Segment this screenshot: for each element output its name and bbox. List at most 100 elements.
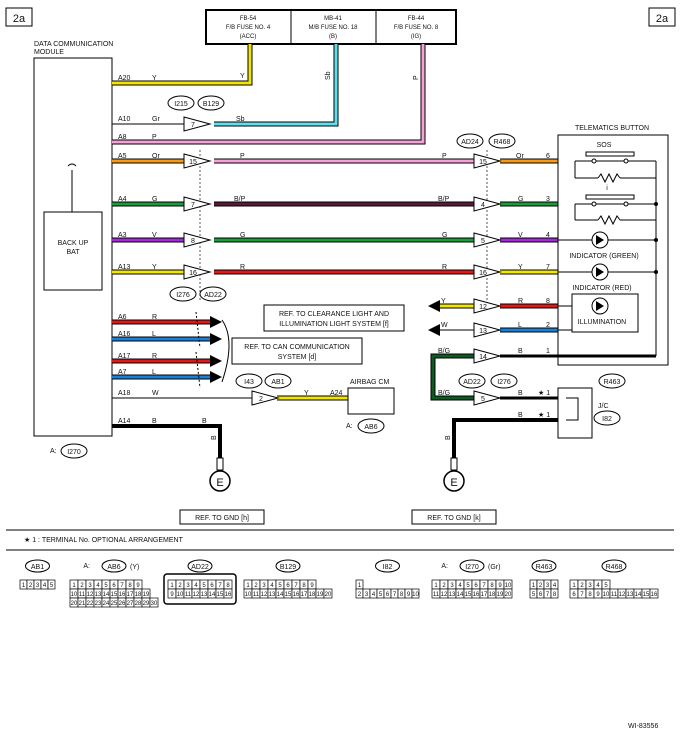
pin-label: A16 <box>118 331 131 338</box>
airbag-cm-box <box>347 387 395 415</box>
legend-pin-number: 20 <box>505 592 512 598</box>
wire-label: G <box>442 232 447 239</box>
connector-ab6: AB6 <box>364 424 377 431</box>
pin-num: 7 <box>546 264 550 271</box>
fuse-1-line3: (ACC) <box>240 34 257 40</box>
connector-ad22b-oval <box>458 373 486 389</box>
pin-num: 3 <box>546 196 550 203</box>
page-tag-left-box <box>5 7 33 27</box>
module-connector: I270 <box>67 449 81 456</box>
legend-pin-number: 5 <box>202 583 206 589</box>
terminal-a10: 7 <box>191 122 195 129</box>
jc-box <box>557 387 593 439</box>
terminal-r14-connector <box>473 348 502 364</box>
can-arrow-1 <box>210 316 222 328</box>
pin-num: 8 <box>546 298 550 305</box>
legend-housing <box>163 573 237 605</box>
legend-pin-number: 4 <box>43 583 47 589</box>
connector-i276b-oval <box>490 373 518 389</box>
wire-label: B/G <box>438 348 450 355</box>
wire-label: B/P <box>438 196 450 203</box>
i-label: i <box>606 185 608 192</box>
battery-label-2: BAT <box>66 249 80 256</box>
legend-pin-number: 17 <box>481 592 488 598</box>
fuse-box-group <box>205 9 457 45</box>
connector-i276: I276 <box>176 292 190 299</box>
legend-pin-number: 3 <box>546 583 550 589</box>
can-arrow-2 <box>210 333 222 345</box>
telematics-title: TELEMATICS BUTTON <box>575 125 649 132</box>
legend-pin-number: 8 <box>302 583 306 589</box>
wire-label: B <box>518 390 523 397</box>
telematics-button-box <box>557 134 669 366</box>
connector-ab6-oval <box>357 418 385 434</box>
legend-pin-number: 15 <box>643 592 650 598</box>
legend-pin-number: 6 <box>386 592 390 598</box>
wire-a14 <box>112 424 222 458</box>
pin-label: A5 <box>118 153 127 160</box>
legend-pin-number: 7 <box>218 583 222 589</box>
fuse-3-line3: (IG) <box>411 34 421 40</box>
arrow-r13 <box>428 324 440 336</box>
connector-ad22: AD22 <box>204 292 222 299</box>
connector-r463-oval <box>598 373 626 389</box>
pin-label: A24 <box>330 390 343 397</box>
legend-pin-cell <box>149 597 159 608</box>
terminal-a3-connector <box>183 232 212 248</box>
legend-pin-number: 1 <box>170 583 174 589</box>
connector-b129: B129 <box>203 101 219 108</box>
wire-label: B/G <box>438 390 450 397</box>
pin-color: V <box>152 232 157 239</box>
legend-pin-number: 11 <box>253 592 260 598</box>
legend-pin-number: 4 <box>194 583 198 589</box>
legend-pin-cell <box>47 579 56 590</box>
terminal-r5-connector <box>473 232 502 248</box>
pin-color: R <box>152 353 157 360</box>
legend-pin-number: 9 <box>310 583 314 589</box>
wire-label: P <box>442 153 447 160</box>
legend-pin-number: 2 <box>29 583 33 589</box>
legend-pin-number: 10 <box>177 592 184 598</box>
wire-label: G <box>518 196 523 203</box>
connector-ab6-prefix: A: <box>346 423 353 430</box>
jc-label: J/C <box>598 403 609 410</box>
connector-ad22b: AD22 <box>463 379 481 386</box>
pin-color: Y <box>152 75 157 82</box>
legend-pin-number: 29 <box>143 601 150 607</box>
legend-connector-name: I82 <box>383 564 393 571</box>
legend-pin-number: 9 <box>136 583 140 589</box>
can-arrow-4 <box>210 371 222 383</box>
ind-red-label: INDICATOR (RED) <box>572 285 631 292</box>
illumination-label: ILLUMINATION <box>578 319 627 326</box>
legend-pin-cell <box>649 588 659 599</box>
clearance-ref-1: REF. TO CLEARANCE LIGHT AND <box>279 311 389 318</box>
legend-pin-number: 15 <box>111 592 118 598</box>
legend-pin-number: 13 <box>95 592 102 598</box>
legend-pin-number: 18 <box>489 592 496 598</box>
legend-pin-number: 7 <box>393 592 397 598</box>
wire-label: Y <box>441 298 446 305</box>
pin-num: 6 <box>546 153 550 160</box>
pin-label: A3 <box>118 232 127 239</box>
jc-link <box>566 397 579 421</box>
legend-pin-number: 8 <box>588 592 592 598</box>
terminal-a4: 7 <box>191 202 195 209</box>
pin-color: L <box>152 369 156 376</box>
legend-pin-number: 5 <box>379 592 383 598</box>
legend-pin-number: 6 <box>572 592 576 598</box>
legend-connector-name: AB1 <box>31 564 44 571</box>
sos-switch-bar <box>585 151 635 157</box>
connector-i276-oval <box>169 286 197 302</box>
legend-connector-name: I270 <box>465 564 479 571</box>
wire-label: R <box>442 264 447 271</box>
legend-pin-number: 2 <box>358 592 362 598</box>
legend-pin-number: 1 <box>434 583 438 589</box>
terminal-a18-connector <box>251 390 280 406</box>
legend-connector-oval <box>601 559 627 573</box>
pin-color: G <box>152 196 157 203</box>
junction-dot <box>654 238 658 242</box>
gnd-ref-right: REF. TO GND [k] <box>427 515 480 522</box>
legend-pin-number: 11 <box>611 592 618 598</box>
legend-pin-number: 15 <box>285 592 292 598</box>
